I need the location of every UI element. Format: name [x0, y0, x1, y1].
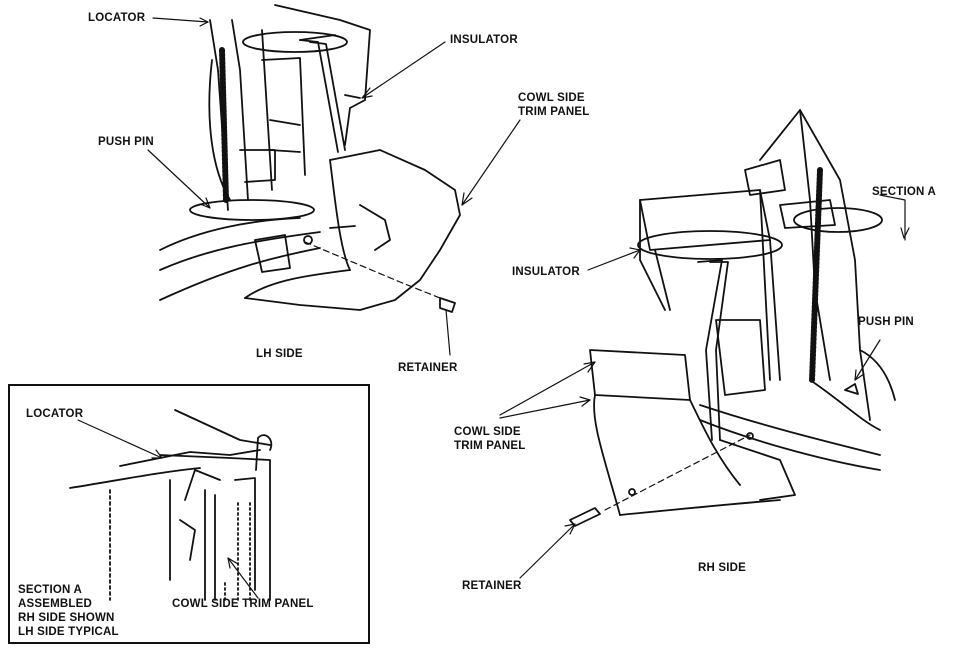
leader-lines [77, 17, 910, 599]
inset-caption-line2: ASSEMBLED [18, 598, 93, 610]
rh-cowl-trim-label-line2: TRIM PANEL [454, 440, 526, 452]
rh-cowl-trim-label-line1: COWL SIDE [454, 426, 521, 438]
lh-push-pin-label: PUSH PIN [98, 136, 154, 148]
rh-side-view [569, 109, 896, 527]
lh-cowl-trim-label-line2: TRIM PANEL [518, 106, 590, 118]
inset-locator-label: LOCATOR [26, 408, 84, 420]
inset-caption-line3: RH SIDE SHOWN [18, 612, 115, 624]
lh-cowl-trim-label-line1: COWL SIDE [518, 92, 585, 104]
inset-caption-line4: LH SIDE TYPICAL [18, 626, 119, 638]
rh-side-title: RH SIDE [698, 562, 747, 574]
lh-locator-label: LOCATOR [88, 12, 146, 24]
section-a-inset-frame [8, 384, 370, 644]
lh-side-view [159, 4, 461, 313]
inset-cowl-trim-label: COWL SIDE TRIM PANEL [172, 598, 314, 610]
rh-section-a-label: SECTION A [872, 186, 936, 198]
rh-push-pin-label: PUSH PIN [858, 316, 914, 328]
rh-insulator-label: INSULATOR [512, 266, 580, 278]
lh-side-title: LH SIDE [256, 348, 303, 360]
lh-retainer-label: RETAINER [398, 362, 458, 374]
lh-insulator-label: INSULATOR [450, 34, 518, 46]
inset-caption-line1: SECTION A [18, 584, 82, 596]
rh-retainer-label: RETAINER [462, 580, 522, 592]
section-a-inset [69, 409, 273, 601]
